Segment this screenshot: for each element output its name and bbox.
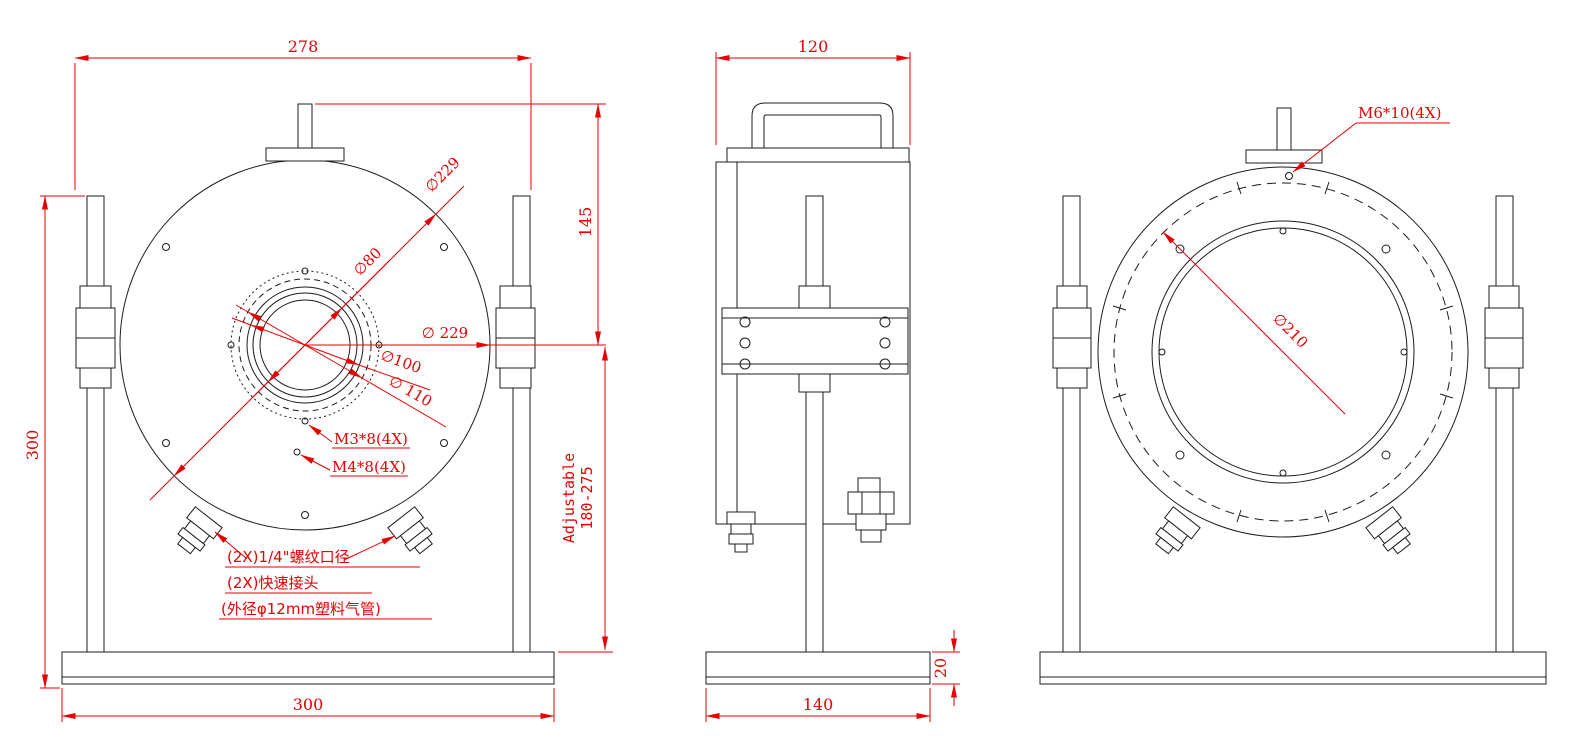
dim-145-label: 145 (576, 207, 595, 238)
rear-right-connector (1365, 506, 1418, 560)
dim-300-bottom-label: 300 (293, 695, 324, 714)
side-view-dimensions: 120 140 20 (705, 37, 960, 722)
side-view (705, 102, 931, 685)
front-top-stub (297, 103, 313, 149)
note-port-label: (2X)1/4"螺纹口径 (227, 548, 350, 566)
thread-m3-label: M3*8(4X) (334, 430, 408, 448)
thread-m6-label: M6*10(4X) (1358, 104, 1441, 122)
side-left-connector (726, 511, 756, 525)
dia-229-diagonal-label: ∅229 (422, 154, 464, 196)
adjustable-range-label: 180-275 (578, 466, 596, 529)
dim-20-label: 20 (931, 658, 950, 678)
note-tube-label: (外径φ12mm塑料气管) (221, 600, 381, 618)
side-handle (751, 102, 894, 150)
side-gland-fitting (847, 491, 895, 515)
rear-view-dimensions: M6*10(4X) ∅210 (1162, 104, 1450, 415)
adjustable-label: Adjustable (560, 453, 578, 543)
dim-278-label: 278 (288, 37, 319, 56)
dim-120-label: 120 (798, 37, 829, 56)
rear-top-stub (1276, 107, 1292, 151)
rear-base (1039, 651, 1547, 685)
front-left-connector (170, 506, 223, 560)
dim-300-left-label: 300 (23, 430, 42, 461)
front-right-connector (387, 506, 440, 560)
front-view (61, 103, 555, 685)
note-quick-connector-label: (2X)快速接头 (227, 574, 319, 592)
dim-140-label: 140 (803, 695, 834, 714)
dia-229-horizontal-label: ∅ 229 (422, 324, 468, 342)
rear-left-connector (1148, 506, 1201, 560)
side-base (705, 651, 931, 685)
thread-m4-label: M4*8(4X) (332, 458, 406, 476)
rear-view (1039, 107, 1547, 685)
front-base (61, 651, 555, 685)
